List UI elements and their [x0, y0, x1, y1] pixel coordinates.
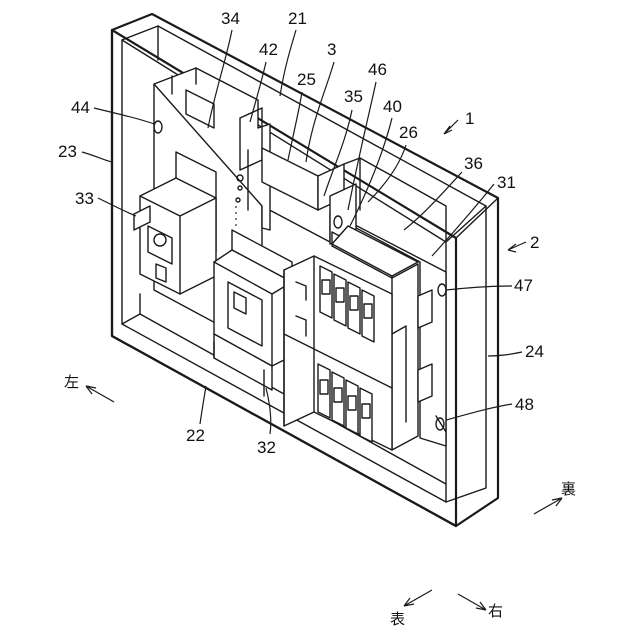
- label-35: 35: [344, 87, 363, 106]
- main-breaker-32: [214, 230, 292, 410]
- label-47: 47: [514, 276, 533, 295]
- label-25: 25: [297, 70, 316, 89]
- label-42: 42: [259, 40, 278, 59]
- label-1: 1: [465, 109, 474, 128]
- label-40: 40: [383, 97, 402, 116]
- label-21: 21: [288, 9, 307, 28]
- right-arrow-icon: [458, 594, 486, 610]
- label-26: 26: [399, 123, 418, 142]
- label-23: 23: [58, 142, 77, 161]
- direction-front: 表: [390, 610, 405, 628]
- label-24: 24: [525, 342, 544, 361]
- label-36: 36: [464, 154, 483, 173]
- back-arrow-icon: [534, 498, 562, 514]
- direction-back: 裏: [561, 480, 576, 498]
- direction-left: 左: [64, 373, 79, 391]
- branch-breakers: [284, 226, 432, 450]
- label-48: 48: [515, 395, 534, 414]
- direction-right: 右: [488, 602, 503, 620]
- label-3: 3: [327, 40, 336, 59]
- label-32: 32: [257, 438, 276, 457]
- label-33: 33: [75, 189, 94, 208]
- label-44: 44: [71, 98, 90, 117]
- label-34: 34: [221, 9, 240, 28]
- left-arrow-icon: [86, 386, 114, 402]
- label-2: 2: [530, 233, 539, 252]
- front-arrow-icon: [404, 590, 432, 606]
- label-22: 22: [186, 426, 205, 445]
- label-31: 31: [497, 173, 516, 192]
- label-46: 46: [368, 60, 387, 79]
